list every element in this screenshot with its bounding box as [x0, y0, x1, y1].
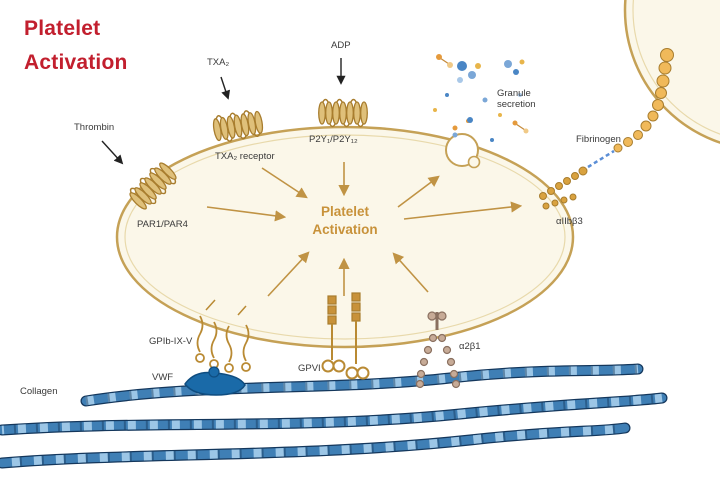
label-gpvi: GPVI — [298, 363, 321, 374]
diagram-title-line1: Platelet — [24, 17, 101, 40]
a2b1-receptor — [415, 311, 461, 389]
platelet-cell — [115, 119, 575, 349]
center-label-line1: Platelet — [320, 204, 370, 219]
vwf-molecule — [184, 366, 246, 396]
diagram-title-line2: Activation — [24, 51, 128, 75]
diagram-title: Platelet Activation — [24, 12, 128, 80]
collagen-fiber-top — [80, 363, 644, 407]
label-gpib-ix-v: GPIb-IX-V — [149, 336, 193, 347]
neighbour-platelet-cell — [623, 0, 720, 144]
gpvi-receptor — [321, 292, 370, 380]
label-pointer-arrows — [101, 58, 346, 165]
signal-arrows — [206, 162, 523, 297]
aiibb3-fibrinogen-bridge — [539, 48, 674, 210]
collagen-fiber-middle — [0, 392, 668, 436]
label-txa2: TXA₂ — [207, 57, 230, 68]
label-p2y: P2Y₁/P2Y₁₂ — [309, 134, 358, 145]
granule-secretion-molecules — [433, 54, 529, 142]
label-granule-secretion: Granule secretion — [497, 88, 557, 111]
label-txa2-receptor: TXA₂ receptor — [215, 151, 275, 162]
gpib-ix-v-receptor — [195, 299, 251, 373]
fibrinogen-strand — [587, 149, 615, 169]
collagen-fibers — [0, 363, 668, 469]
label-collagen: Collagen — [20, 386, 58, 397]
collagen-fiber-bottom — [0, 422, 631, 469]
label-thrombin: Thrombin — [74, 122, 115, 133]
label-par1-par4: PAR1/PAR4 — [137, 219, 188, 230]
label-granule-line1: Granule — [497, 88, 531, 99]
label-aiibb3: αIIbβ3 — [556, 216, 583, 227]
label-a2b1: α2β1 — [459, 341, 481, 352]
center-label-line2: Activation — [312, 221, 378, 237]
label-granule-line2: secretion — [497, 99, 536, 111]
center-platelet-activation-label: Platelet Activation — [283, 203, 407, 238]
p2y-receptor — [317, 98, 369, 128]
label-adp: ADP — [331, 40, 351, 51]
granule-secretion-notch — [445, 119, 481, 169]
label-vwf: VWF — [152, 372, 174, 383]
label-fibrinogen: Fibrinogen — [576, 134, 621, 145]
